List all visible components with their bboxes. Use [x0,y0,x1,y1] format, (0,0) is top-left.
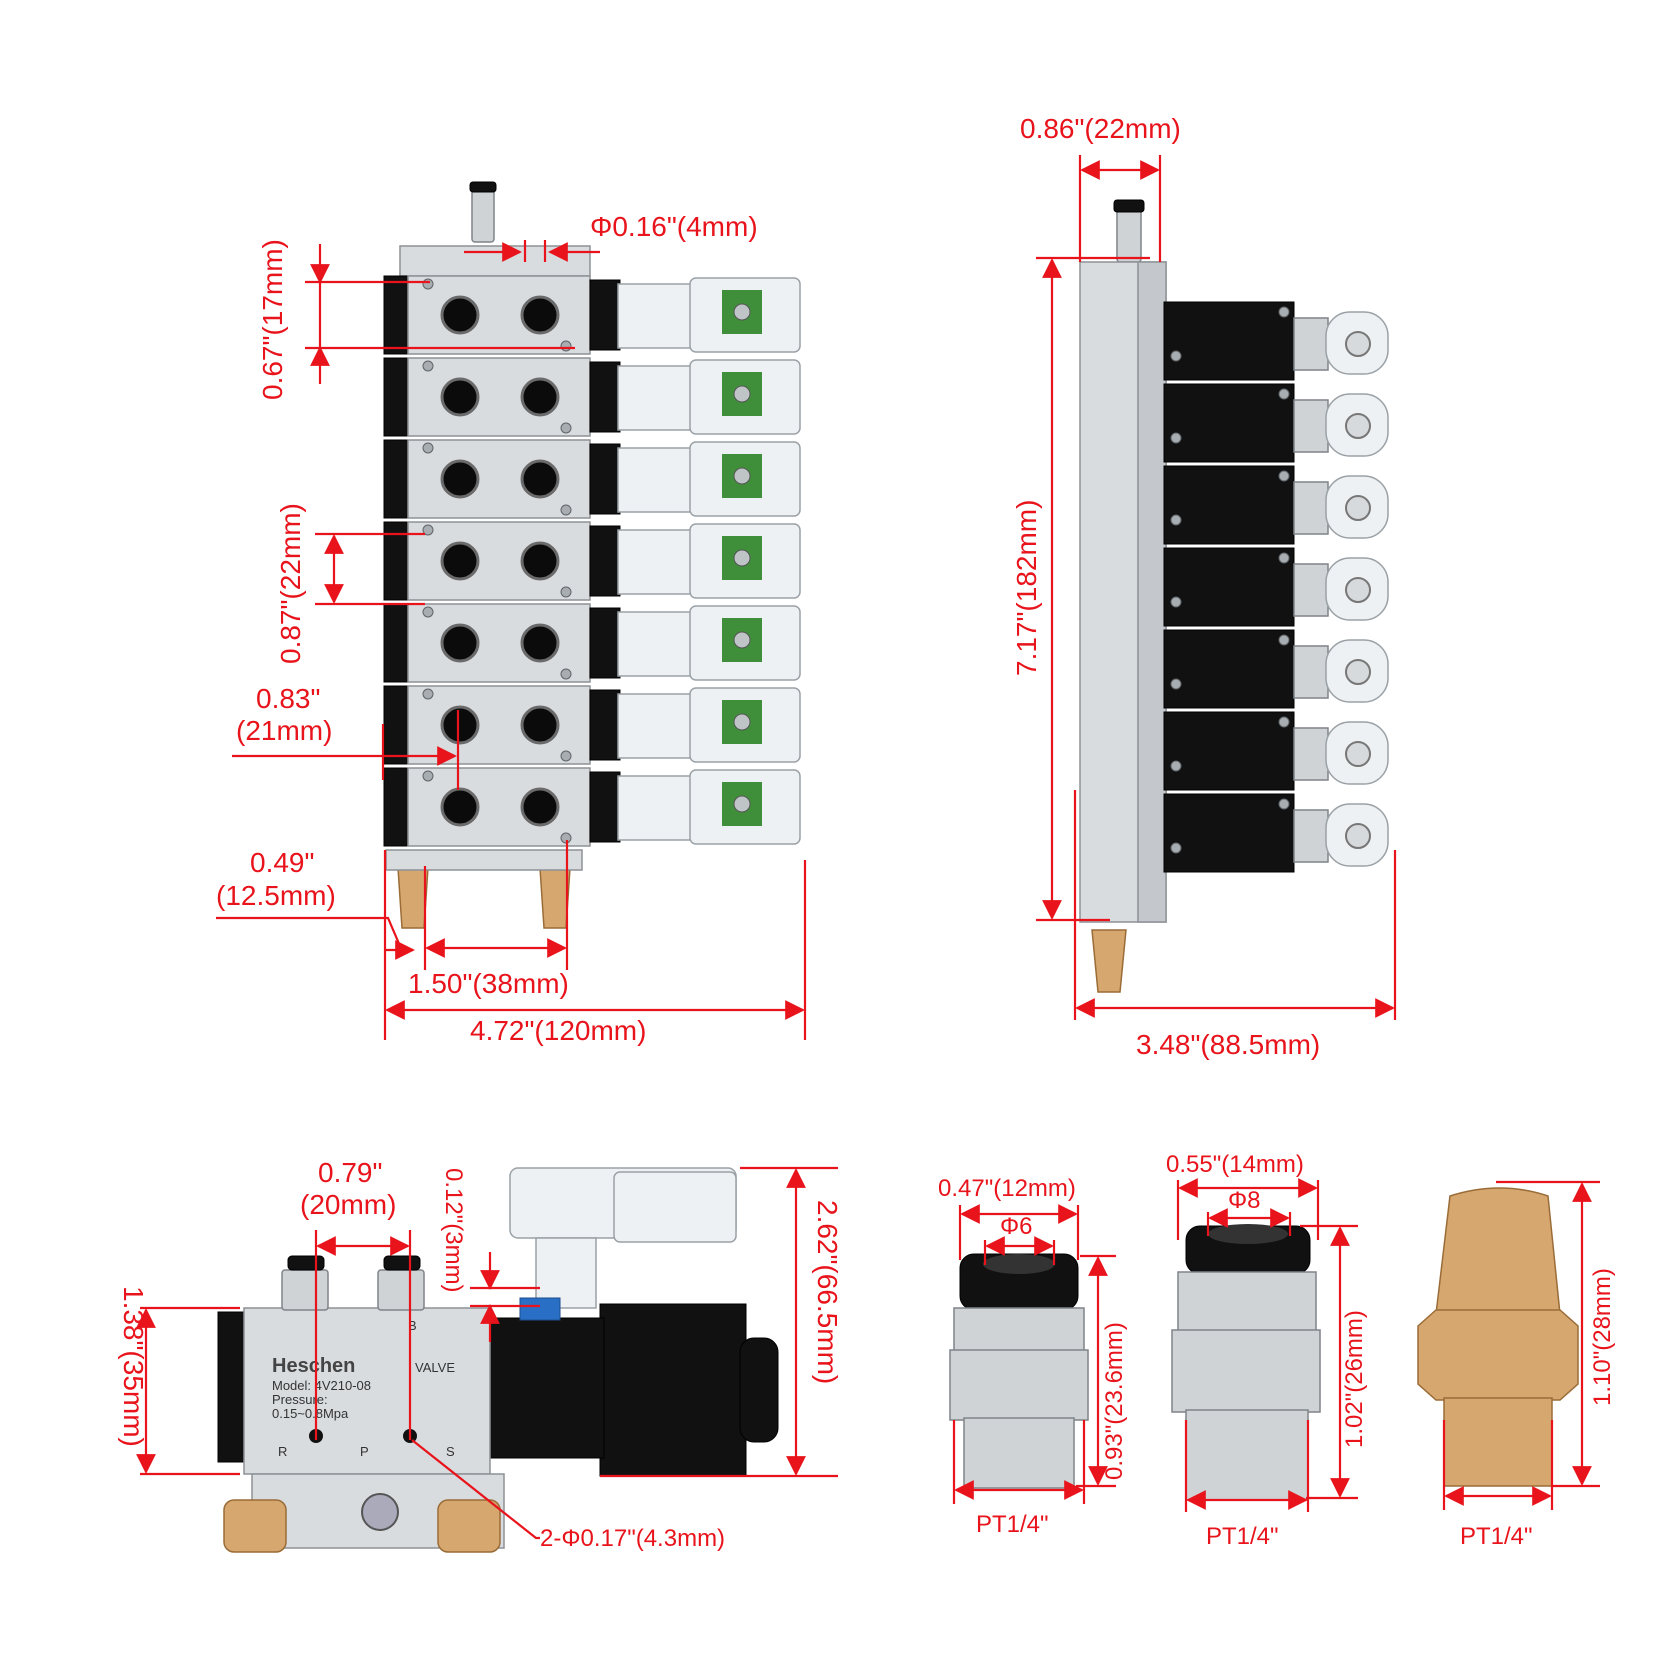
valve-model: Model: 4V210-08 [272,1378,371,1393]
fitting-6-thread-label: PT1/4" [976,1511,1049,1538]
front-valve-station [383,521,801,601]
front-valve-station [383,275,801,355]
total-height-label: 2.62"(66.5mm) [812,1200,843,1384]
single-valve-dimensions: 0.79" (20mm) 0.12"(3mm) 1.38"(35mm) 2.62… [118,1157,843,1552]
front-valve-station [383,685,801,765]
block-height-label: 0.67"(17mm) [257,239,288,400]
front-valve-station [383,767,801,847]
exhaust-offset-label-2: (12.5mm) [216,880,336,911]
total-depth-label: 3.48"(88.5mm) [1136,1029,1320,1060]
fitting-6-tube-label: Φ6 [1000,1213,1033,1240]
muffler-thread-label: PT1/4" [1460,1523,1533,1550]
front-valve-station [383,357,801,437]
push-fitting-8mm [1171,1224,1321,1501]
front-muffler-left [397,867,429,929]
side-muffler [1091,929,1127,993]
fitting-8-dimensions: 0.55"(14mm) Φ8 1.02"(26mm) PT1/4" [1166,1151,1368,1550]
fitting-6-dimensions: 0.47"(12mm) Φ6 0.93"(23.6mm) PT1/4" [938,1175,1128,1538]
side-view-manifold [1079,199,1389,993]
side-valve-station [1163,793,1389,873]
port-offset-label-1: 0.83" [256,683,320,714]
fitting-8-thread-label: PT1/4" [1206,1523,1279,1550]
rail-width-label: 0.86"(22mm) [1020,113,1181,144]
side-valve-station [1163,547,1389,627]
fitting-8-outer-label: 0.55"(14mm) [1166,1151,1304,1178]
port-label-r: R [278,1444,287,1459]
side-valve-station [1163,301,1389,381]
fitting-6-height-label: 0.93"(23.6mm) [1101,1322,1128,1480]
valve-pressure: Pressure: [272,1392,328,1407]
port-label-b: B [408,1318,417,1333]
port-spacing-label-2: (20mm) [300,1189,396,1220]
front-muffler-right [539,867,571,929]
side-valve-station [1163,629,1389,709]
valve-pitch-label: 0.87"(22mm) [275,503,306,664]
side-valve-station [1163,465,1389,545]
fitting-8-tube-label: Φ8 [1228,1187,1261,1214]
valve-pressure-range: 0.15~0.8Mpa [272,1406,349,1421]
valve-brand: Heschen [272,1355,355,1377]
muffler-height-label: 1.10"(28mm) [1589,1268,1616,1406]
port-spacing-label-1: 0.79" [318,1157,382,1188]
brass-muffler [1417,1187,1579,1487]
muffler-dimensions: 1.10"(28mm) PT1/4" [1442,1180,1616,1550]
exhaust-offset-label-1: 0.49" [250,847,314,878]
side-valve-station [1163,711,1389,791]
body-height-label: 1.38"(35mm) [118,1286,149,1447]
single-valve: Heschen VALVE Model: 4V210-08 Pressure: … [217,1167,779,1553]
front-view-dimensions: Φ0.16"(4mm) 0.67"(17mm) 0.87"(22mm) 0.83… [216,211,807,1046]
mount-holes-label: 2-Φ0.17"(4.3mm) [540,1525,725,1552]
side-valve-station [1163,383,1389,463]
exhaust-spacing-label: 1.50"(38mm) [408,968,569,999]
push-fitting-6mm [949,1253,1089,1489]
fitting-diameter-label: Φ0.16"(4mm) [590,211,758,242]
front-valve-station [383,439,801,519]
fitting-8-height-label: 1.02"(26mm) [1341,1310,1368,1448]
side-view-dimensions: 0.86"(22mm) 7.17"(182mm) 3.48"(88.5mm) [1011,113,1397,1060]
port-offset-label-2: (21mm) [236,715,332,746]
port-label-p: P [360,1444,369,1459]
front-view-manifold [383,181,801,929]
valve-word: VALVE [415,1360,455,1375]
total-length-label: 7.17"(182mm) [1011,500,1042,676]
front-valve-station [383,603,801,683]
step-label: 0.12"(3mm) [440,1168,467,1293]
port-label-s: S [446,1444,455,1459]
fitting-6-outer-label: 0.47"(12mm) [938,1175,1076,1202]
total-width-label: 4.72"(120mm) [470,1015,646,1046]
